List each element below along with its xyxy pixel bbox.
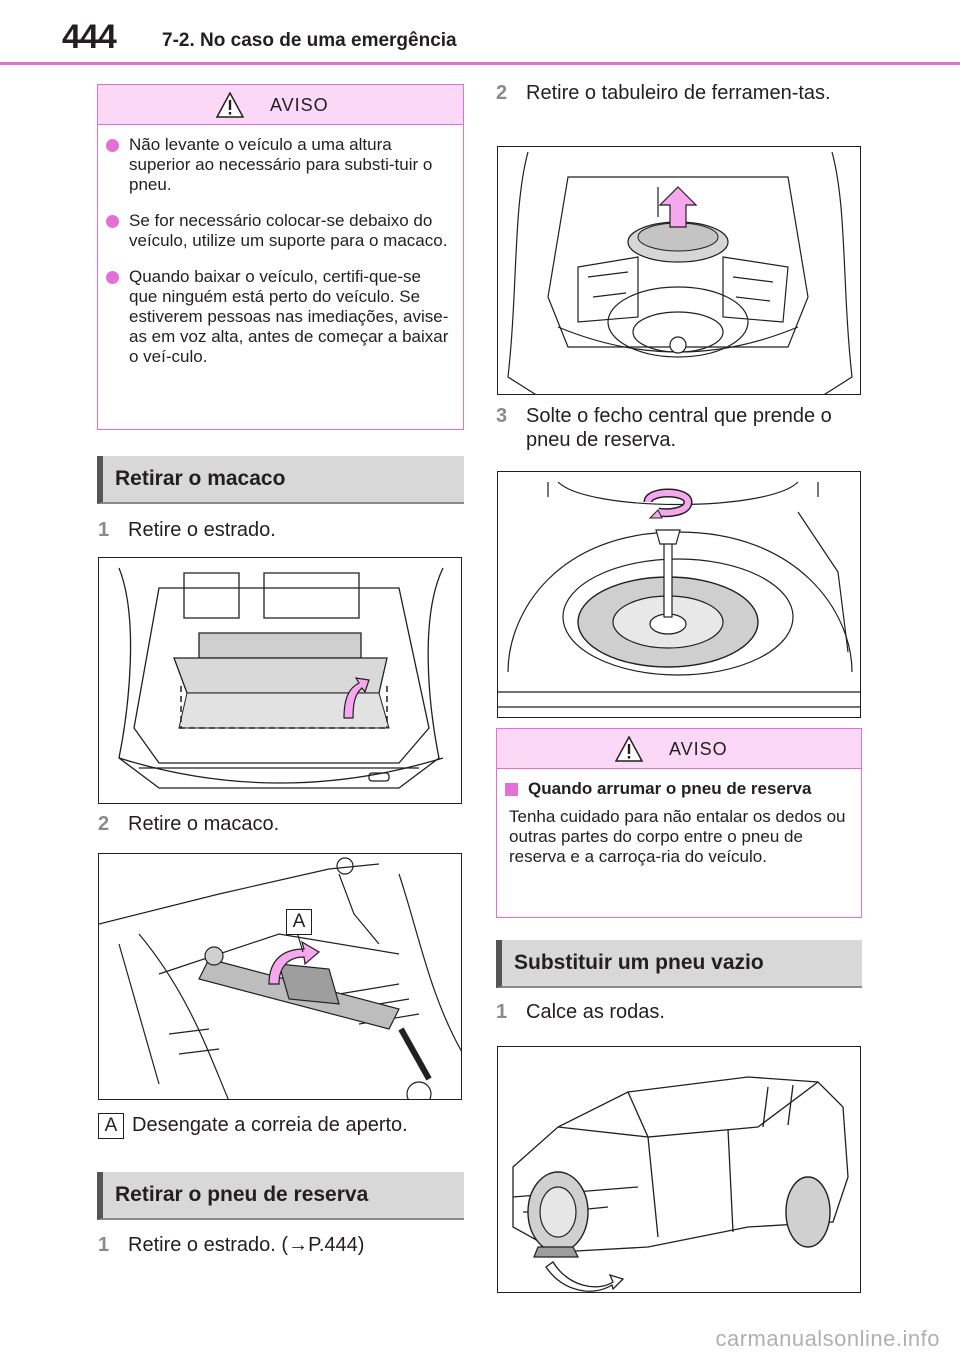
warning-box: AVISO Não levante o veículo a uma altura… <box>97 84 464 430</box>
step-number: 2 <box>496 82 508 104</box>
warning-triangle-icon <box>615 736 643 762</box>
step-number: 1 <box>98 1234 110 1256</box>
note-label-a: A <box>98 1113 124 1139</box>
page-header: 444 7-2. No caso de uma emergência <box>0 0 960 66</box>
spare-clamp-illustration <box>498 481 860 708</box>
car-chock-illustration <box>512 1076 849 1292</box>
page-number: 444 <box>62 18 117 56</box>
step-number: 1 <box>496 1001 508 1023</box>
step-text: Calce as rodas. <box>526 1001 665 1023</box>
bullet-icon <box>106 139 119 152</box>
warning-item: Não levante o veículo a uma altura super… <box>104 135 449 195</box>
bullet-icon <box>106 215 119 228</box>
warning-title: AVISO <box>270 95 329 115</box>
bullet-square-icon <box>505 783 518 796</box>
warning-title: AVISO <box>669 739 728 759</box>
warning-triangle-icon <box>216 92 244 118</box>
figure-chock-wheels <box>497 1046 861 1293</box>
chapter-title: 7-2. No caso de uma emergência <box>162 30 457 51</box>
step-number: 3 <box>496 405 508 427</box>
note-text: Desengate a correia de aperto. <box>132 1114 408 1136</box>
cargo-area-illustration <box>118 567 444 789</box>
warning-box: AVISO Quando arrumar o pneu de reserva T… <box>496 728 862 918</box>
header-divider <box>0 62 960 65</box>
step-text: Retire o macaco. <box>128 813 280 835</box>
watermark: carmanualsonline.info <box>715 1326 940 1351</box>
section-heading-replace: Substituir um pneu vazio <box>496 940 862 988</box>
warning-item: Quando baixar o veículo, certifi-que-se … <box>104 267 449 367</box>
bullet-icon <box>106 271 119 284</box>
step-text: Retire o estrado. <box>128 519 276 541</box>
tool-tray-illustration <box>507 151 853 394</box>
warning-item: Se for necessário colocar-se debaixo do … <box>104 211 449 251</box>
step-text: Retire o tabuleiro de ferramen-tas. <box>526 82 831 104</box>
jack-illustration <box>99 857 461 1099</box>
step-text: Retire o estrado. (→P.444) <box>128 1234 365 1256</box>
warning-header: AVISO <box>98 85 463 125</box>
figure-label-a: A <box>286 909 312 935</box>
figure-remove-floor-board <box>98 557 462 804</box>
section-heading-spare: Retirar o pneu de reserva <box>97 1172 464 1220</box>
step-number: 2 <box>98 813 110 835</box>
figure-remove-jack: A <box>98 853 462 1100</box>
step-number: 1 <box>98 519 110 541</box>
warning-text: Tenha cuidado para não entalar os dedos … <box>509 807 846 866</box>
step-text: Solte o fecho central que prende o pneu … <box>526 405 832 451</box>
figure-remove-tool-tray <box>497 146 861 395</box>
warning-subheading: Quando arrumar o pneu de reserva <box>503 779 847 799</box>
warning-header: AVISO <box>497 729 861 769</box>
figure-release-spare-clamp <box>497 471 861 718</box>
section-heading-jack: Retirar o macaco <box>97 456 464 504</box>
